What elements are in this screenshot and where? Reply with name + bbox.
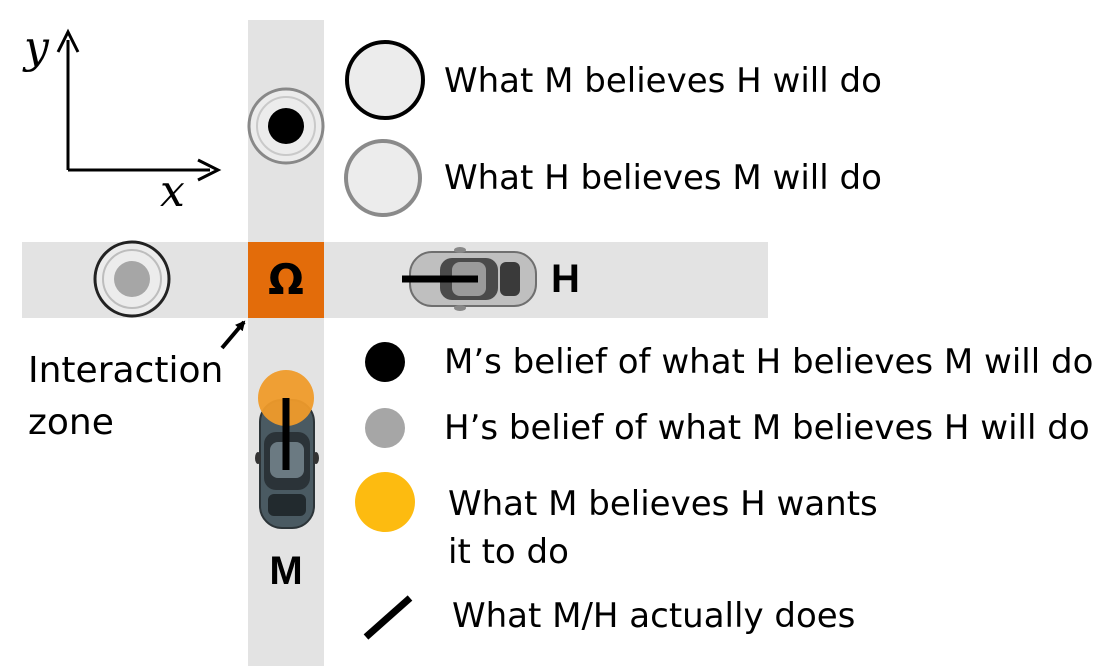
marker-h-circle-inner — [102, 249, 162, 309]
legend-text-h-wants-line1: What M believes H wants — [448, 484, 878, 524]
gray-dot-marker — [114, 261, 150, 297]
legend-symbol-black-dot — [365, 342, 405, 382]
legend-text-m-believes-h: What M believes H will do — [444, 61, 882, 101]
legend-text-h-believes-m: What H believes M will do — [444, 158, 882, 198]
legend-text-h-belief-of-m: H’s belief of what M believes H will do — [444, 408, 1090, 448]
human-car-label: H — [551, 257, 580, 301]
x-axis-label: x — [160, 166, 185, 217]
legend-symbol-gray-dot — [365, 408, 405, 448]
legend-text-actual: What M/H actually does — [452, 596, 855, 636]
legend-text-m-belief-of-h: M’s belief of what H believes M will do — [444, 342, 1093, 382]
machine-car-label: M — [269, 549, 302, 593]
zone-label-line1: Interaction — [28, 350, 223, 391]
legend-text-h-wants-line2: it to do — [448, 532, 569, 572]
legend-symbol-yellow-dot — [355, 472, 415, 532]
axes-icon — [56, 28, 222, 182]
zone-pointer-arrow — [220, 320, 246, 350]
y-axis-label: y — [22, 22, 50, 73]
interaction-zone — [248, 242, 324, 318]
zone-symbol: Ω — [268, 255, 304, 304]
legend-symbol-black-ring — [345, 40, 425, 120]
black-dot-marker — [268, 108, 304, 144]
legend-symbol-actual-line — [363, 595, 413, 640]
zone-label-line2: zone — [28, 402, 114, 443]
marker-m-circle-inner — [256, 96, 316, 156]
legend-symbol-gray-ring — [344, 139, 422, 217]
